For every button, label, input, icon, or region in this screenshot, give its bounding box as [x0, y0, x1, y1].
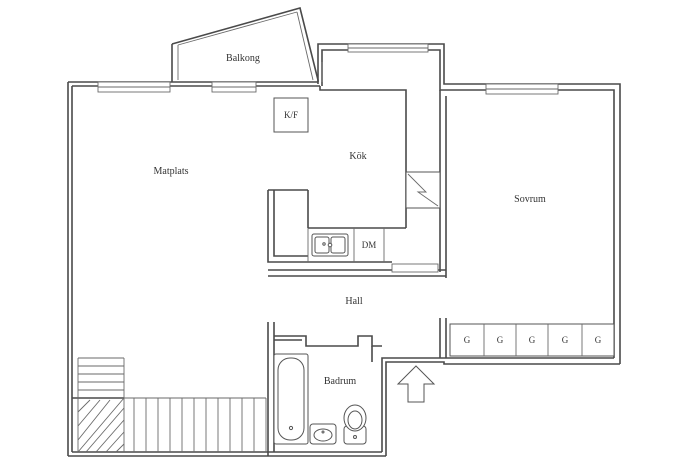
flue [405, 171, 441, 209]
staircase [77, 357, 267, 453]
room-label-balcony: Balkong [226, 53, 260, 64]
fridge-freezer-label: K/F [284, 110, 298, 120]
wardrobe-label: G [595, 335, 602, 345]
washbasin [309, 423, 337, 445]
wardrobes: G G G G G [449, 323, 615, 357]
dishwasher: DM [353, 228, 385, 262]
room-label-dining: Matplats [154, 166, 189, 177]
room-label-bedroom: Sovrum [514, 194, 546, 205]
room-label-bathroom: Badrum [324, 376, 356, 387]
room-label-hall: Hall [345, 296, 362, 307]
wardrobe-label: G [464, 335, 471, 345]
bathtub [273, 353, 309, 445]
wardrobe-label: G [497, 335, 504, 345]
dishwasher-label: DM [362, 240, 377, 250]
toilet [343, 404, 367, 445]
entrance-arrow-icon [396, 365, 436, 403]
balcony [171, 7, 319, 84]
fridge-freezer: K/F [273, 97, 309, 133]
kitchen-counter [307, 228, 349, 262]
room-label-kitchen: Kök [349, 151, 366, 162]
wardrobe-label: G [529, 335, 536, 345]
wardrobe-label: G [562, 335, 569, 345]
windows [97, 43, 559, 95]
interior-walls [72, 62, 447, 456]
